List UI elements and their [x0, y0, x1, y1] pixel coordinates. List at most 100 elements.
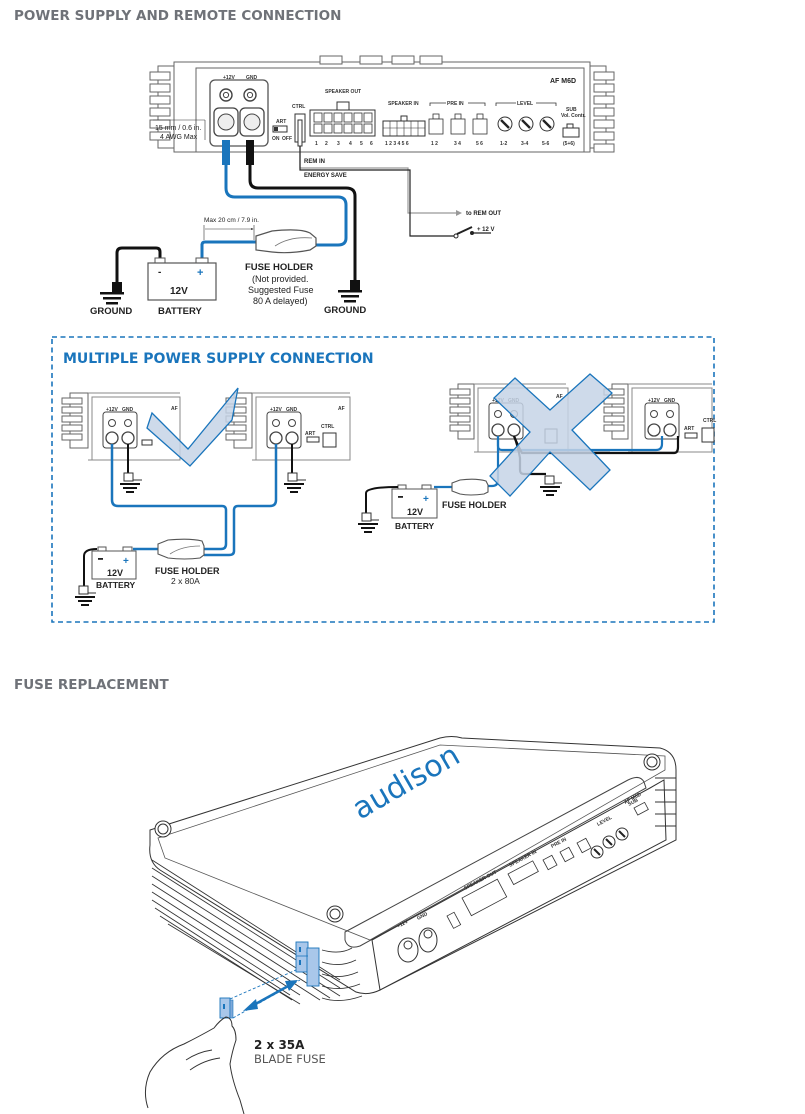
battery-voltage: 12V	[170, 286, 188, 297]
sub-numbers: (5+6)	[563, 141, 575, 147]
ground-icon	[75, 585, 96, 606]
ground-icon	[338, 280, 362, 303]
fuse-slot-highlight	[295, 941, 320, 987]
art-label: ART	[684, 426, 694, 432]
pre-in-number: 3 4	[454, 141, 461, 147]
battery-icon: - + 12V	[147, 257, 217, 301]
multiple-supply-frame	[51, 336, 715, 623]
battery-minus-sign: -	[158, 267, 161, 278]
speaker-out-number: 5	[360, 141, 363, 147]
to-rem-out-label: to REM OUT	[466, 211, 501, 217]
battery-voltage: 12V	[407, 507, 423, 517]
sub-label: SUB	[627, 797, 639, 807]
ground-icon	[358, 512, 379, 533]
speaker-out-number: 3	[337, 141, 340, 147]
pre-in-label: PRE IN	[447, 101, 464, 107]
pre-in-number: 5 6	[476, 141, 483, 147]
level-knob	[539, 116, 555, 132]
fuse-holder-icon	[255, 229, 317, 254]
fuse-holder-icon	[157, 538, 205, 560]
amplifier-small-b: +12V GND ART CTRL AF	[225, 392, 351, 461]
terminal-plus12v-label: +12V	[270, 407, 282, 413]
energy-save-label: ENERGY SAVE	[304, 173, 347, 179]
model-label-short: AF	[171, 406, 178, 412]
speaker-out-label: SPEAKER OUT	[325, 89, 361, 95]
terminal-gnd-label: GND	[122, 407, 134, 413]
speaker-in-connector: SPEAKER IN 1 2 3 4 5 6	[382, 101, 426, 147]
art-label: ART	[276, 119, 286, 125]
battery-label: BATTERY	[158, 306, 202, 317]
terminal-gnd-label: GND	[416, 911, 429, 922]
ctrl-label: CTRL	[321, 424, 334, 430]
fuse-holder-label-correct: FUSE HOLDER	[155, 566, 220, 576]
power-terminal-block: +12V GND	[209, 75, 269, 147]
speaker-in-numbers: 1 2 3 4 5 6	[385, 141, 409, 147]
level-knobs: LEVEL 1-2 3-4 5-6	[495, 99, 557, 147]
blade-fuse-icon	[219, 997, 234, 1019]
art-label: ART	[305, 431, 315, 437]
fuse-holder-label: FUSE HOLDER	[245, 262, 313, 273]
level-number: 1-2	[500, 141, 507, 147]
speaker-out-number: 1	[315, 141, 318, 147]
battery-plus-sign: +	[123, 556, 129, 567]
fuse-spec-correct: 2 x 80A	[171, 576, 200, 586]
model-label: AF M6D	[550, 78, 576, 85]
battery-label-correct: BATTERY	[96, 580, 136, 590]
remote-wiring: REM IN ENERGY SAVE to REM OUT + 12 V	[299, 146, 501, 239]
terminal-screw-plus	[219, 88, 233, 102]
positive-cable	[224, 165, 348, 247]
switch-icon	[453, 226, 491, 239]
ctrl-label: CTRL	[703, 418, 716, 424]
art-off-label: OFF	[282, 136, 292, 142]
plus-12v-remote-label: + 12 V	[477, 227, 495, 233]
ctrl-label: CTRL	[292, 104, 305, 110]
battery-plus-sign: +	[423, 494, 429, 505]
model-label-short: AF	[556, 394, 563, 400]
ground-cable	[248, 165, 357, 285]
sub-vol-contr-label: Vol. Contr.	[561, 113, 586, 119]
battery-voltage: 12V	[107, 568, 123, 578]
positive-cable-sleeve	[222, 140, 230, 165]
cable-spec-length: 15 mm / 0.6 in.	[155, 125, 201, 132]
fuse-holder-icon	[451, 478, 489, 496]
model-label-short: AF	[338, 406, 345, 412]
left-heatsink-fins	[149, 65, 177, 149]
amplifier-front-panel: +12V GND 15 mm / 0.6 in. 4 AWG Max ART O…	[149, 55, 615, 153]
ground-label-right: GROUND	[324, 305, 366, 316]
battery-plus-sign: +	[197, 267, 203, 279]
multiple-supply-title: MULTIPLE POWER SUPPLY CONNECTION	[63, 351, 374, 367]
terminal-screw-gnd	[243, 88, 257, 102]
speaker-out-number: 4	[349, 141, 352, 147]
speaker-out-connector: SPEAKER OUT 1 2 3 4 5 6	[309, 89, 376, 147]
ground-icon	[284, 472, 306, 493]
terminal-plus12v-label: +12V	[396, 919, 410, 930]
top-plate-groove	[344, 776, 647, 948]
terminal-gnd-label: GND	[246, 75, 258, 81]
sub-vol-connector: SUB Vol. Contr. (5+6)	[561, 107, 586, 147]
terminal-plus12v-label: +12V	[223, 75, 235, 81]
level-knobs-isometric	[590, 827, 629, 859]
hand-illustration	[144, 1016, 245, 1114]
battery-ground-cable	[115, 246, 162, 292]
section-title-power-supply: POWER SUPPLY AND REMOTE CONNECTION	[14, 8, 342, 24]
arrow-icon	[456, 210, 462, 216]
amplifier-small-a: +12V GND AF	[61, 392, 181, 461]
ground-cable-sleeve	[246, 140, 254, 165]
terminal-plus12v-label: +12V	[106, 407, 118, 413]
terminal-gnd-label: GND	[664, 398, 676, 404]
max-length-label: Max 20 cm / 7.9 in.	[204, 217, 259, 224]
terminal-gnd-label: GND	[286, 407, 298, 413]
rem-in-label: REM IN	[304, 159, 325, 165]
speaker-out-number: 6	[370, 141, 373, 147]
fuse-type-label: BLADE FUSE	[254, 1052, 326, 1066]
art-switch: ART ON OFF	[272, 119, 292, 142]
ground-icon	[540, 475, 562, 496]
level-knob	[497, 116, 513, 132]
cross-mark-icon	[489, 373, 613, 497]
battery-icon: 12V + 12V	[91, 546, 137, 580]
pre-in-number: 1 2	[431, 141, 438, 147]
pre-in-connectors: PRE IN 1 2 3 4 5 6	[428, 99, 488, 147]
amplifier-small-d: +12V GND ART CTRL	[603, 383, 716, 453]
level-label: LEVEL	[517, 101, 533, 107]
